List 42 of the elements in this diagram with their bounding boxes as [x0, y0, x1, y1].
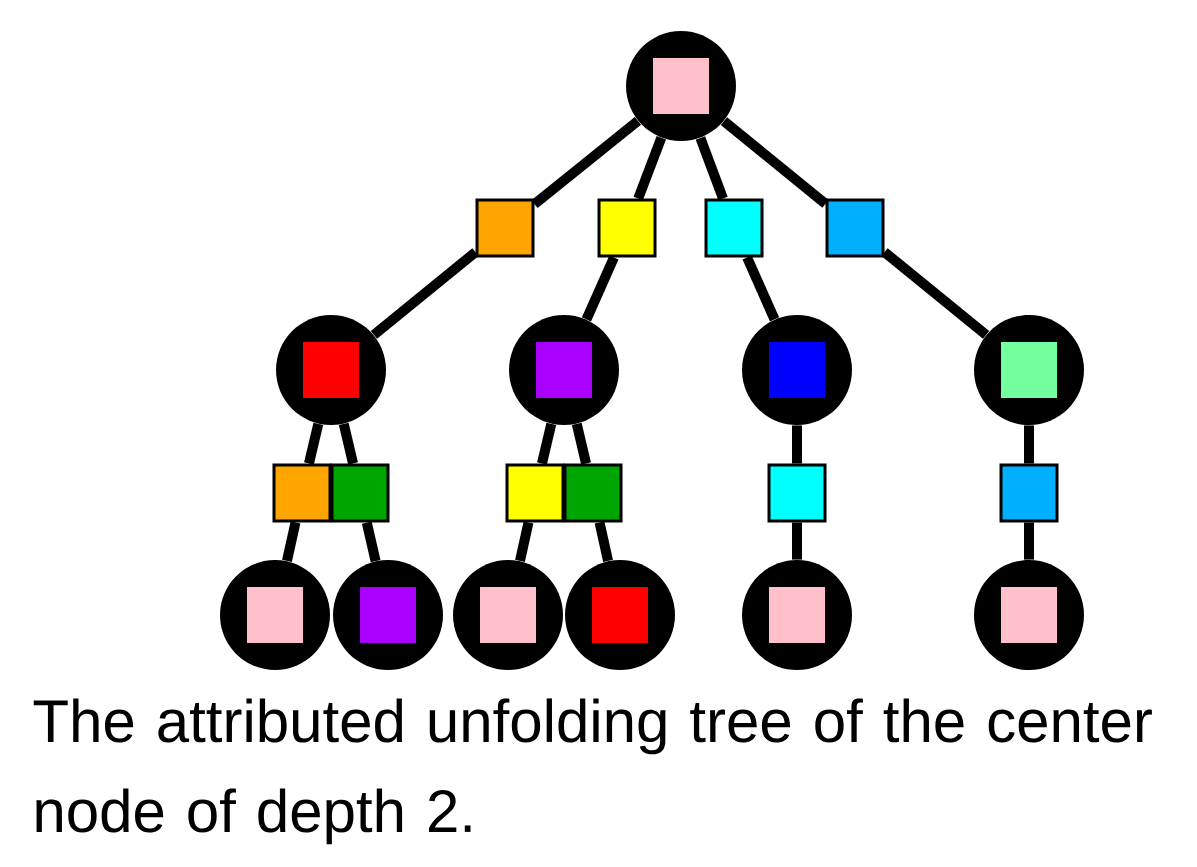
tree-edge: [537, 422, 557, 465]
tree-edge: [594, 521, 613, 562]
tree-edge: [515, 521, 534, 562]
circle-node: [509, 315, 619, 425]
tree-edge: [531, 116, 642, 209]
tree-edge: [1024, 522, 1034, 560]
tree-edge: [695, 136, 728, 201]
square-node: [475, 198, 535, 258]
circle-node: [453, 560, 563, 670]
circle-node: [742, 315, 852, 425]
square-node: [505, 463, 565, 523]
square-node: [330, 463, 390, 523]
circle-node: [565, 560, 675, 670]
tree-edge: [633, 136, 666, 201]
circle-node: [626, 31, 736, 141]
circle-node: [276, 315, 386, 425]
circle-node: [974, 315, 1084, 425]
tree-edge: [370, 248, 479, 339]
circle-node: [742, 560, 852, 670]
tree-edge: [792, 522, 802, 560]
square-node: [767, 463, 827, 523]
tree-edge: [304, 422, 324, 465]
tree-edge: [581, 255, 619, 322]
circle-node: [333, 560, 443, 670]
tree-edge: [720, 117, 829, 208]
square-node: [825, 198, 885, 258]
square-node: [597, 198, 657, 258]
tree-edge: [1024, 425, 1034, 464]
tree-edge: [338, 422, 358, 465]
tree-edge: [881, 248, 990, 339]
square-node: [272, 463, 332, 523]
square-node: [563, 463, 623, 523]
tree-edge: [742, 255, 780, 322]
tree-edge: [282, 521, 301, 562]
tree-edge: [361, 521, 381, 563]
caption: The attributed unfolding tree of the center node of depth 2.: [33, 698, 1152, 845]
circle-node: [974, 560, 1084, 670]
square-node: [999, 463, 1059, 523]
tree-edge: [571, 422, 591, 465]
tree-edge: [792, 425, 802, 464]
circle-node: [220, 560, 330, 670]
square-node: [704, 198, 764, 258]
